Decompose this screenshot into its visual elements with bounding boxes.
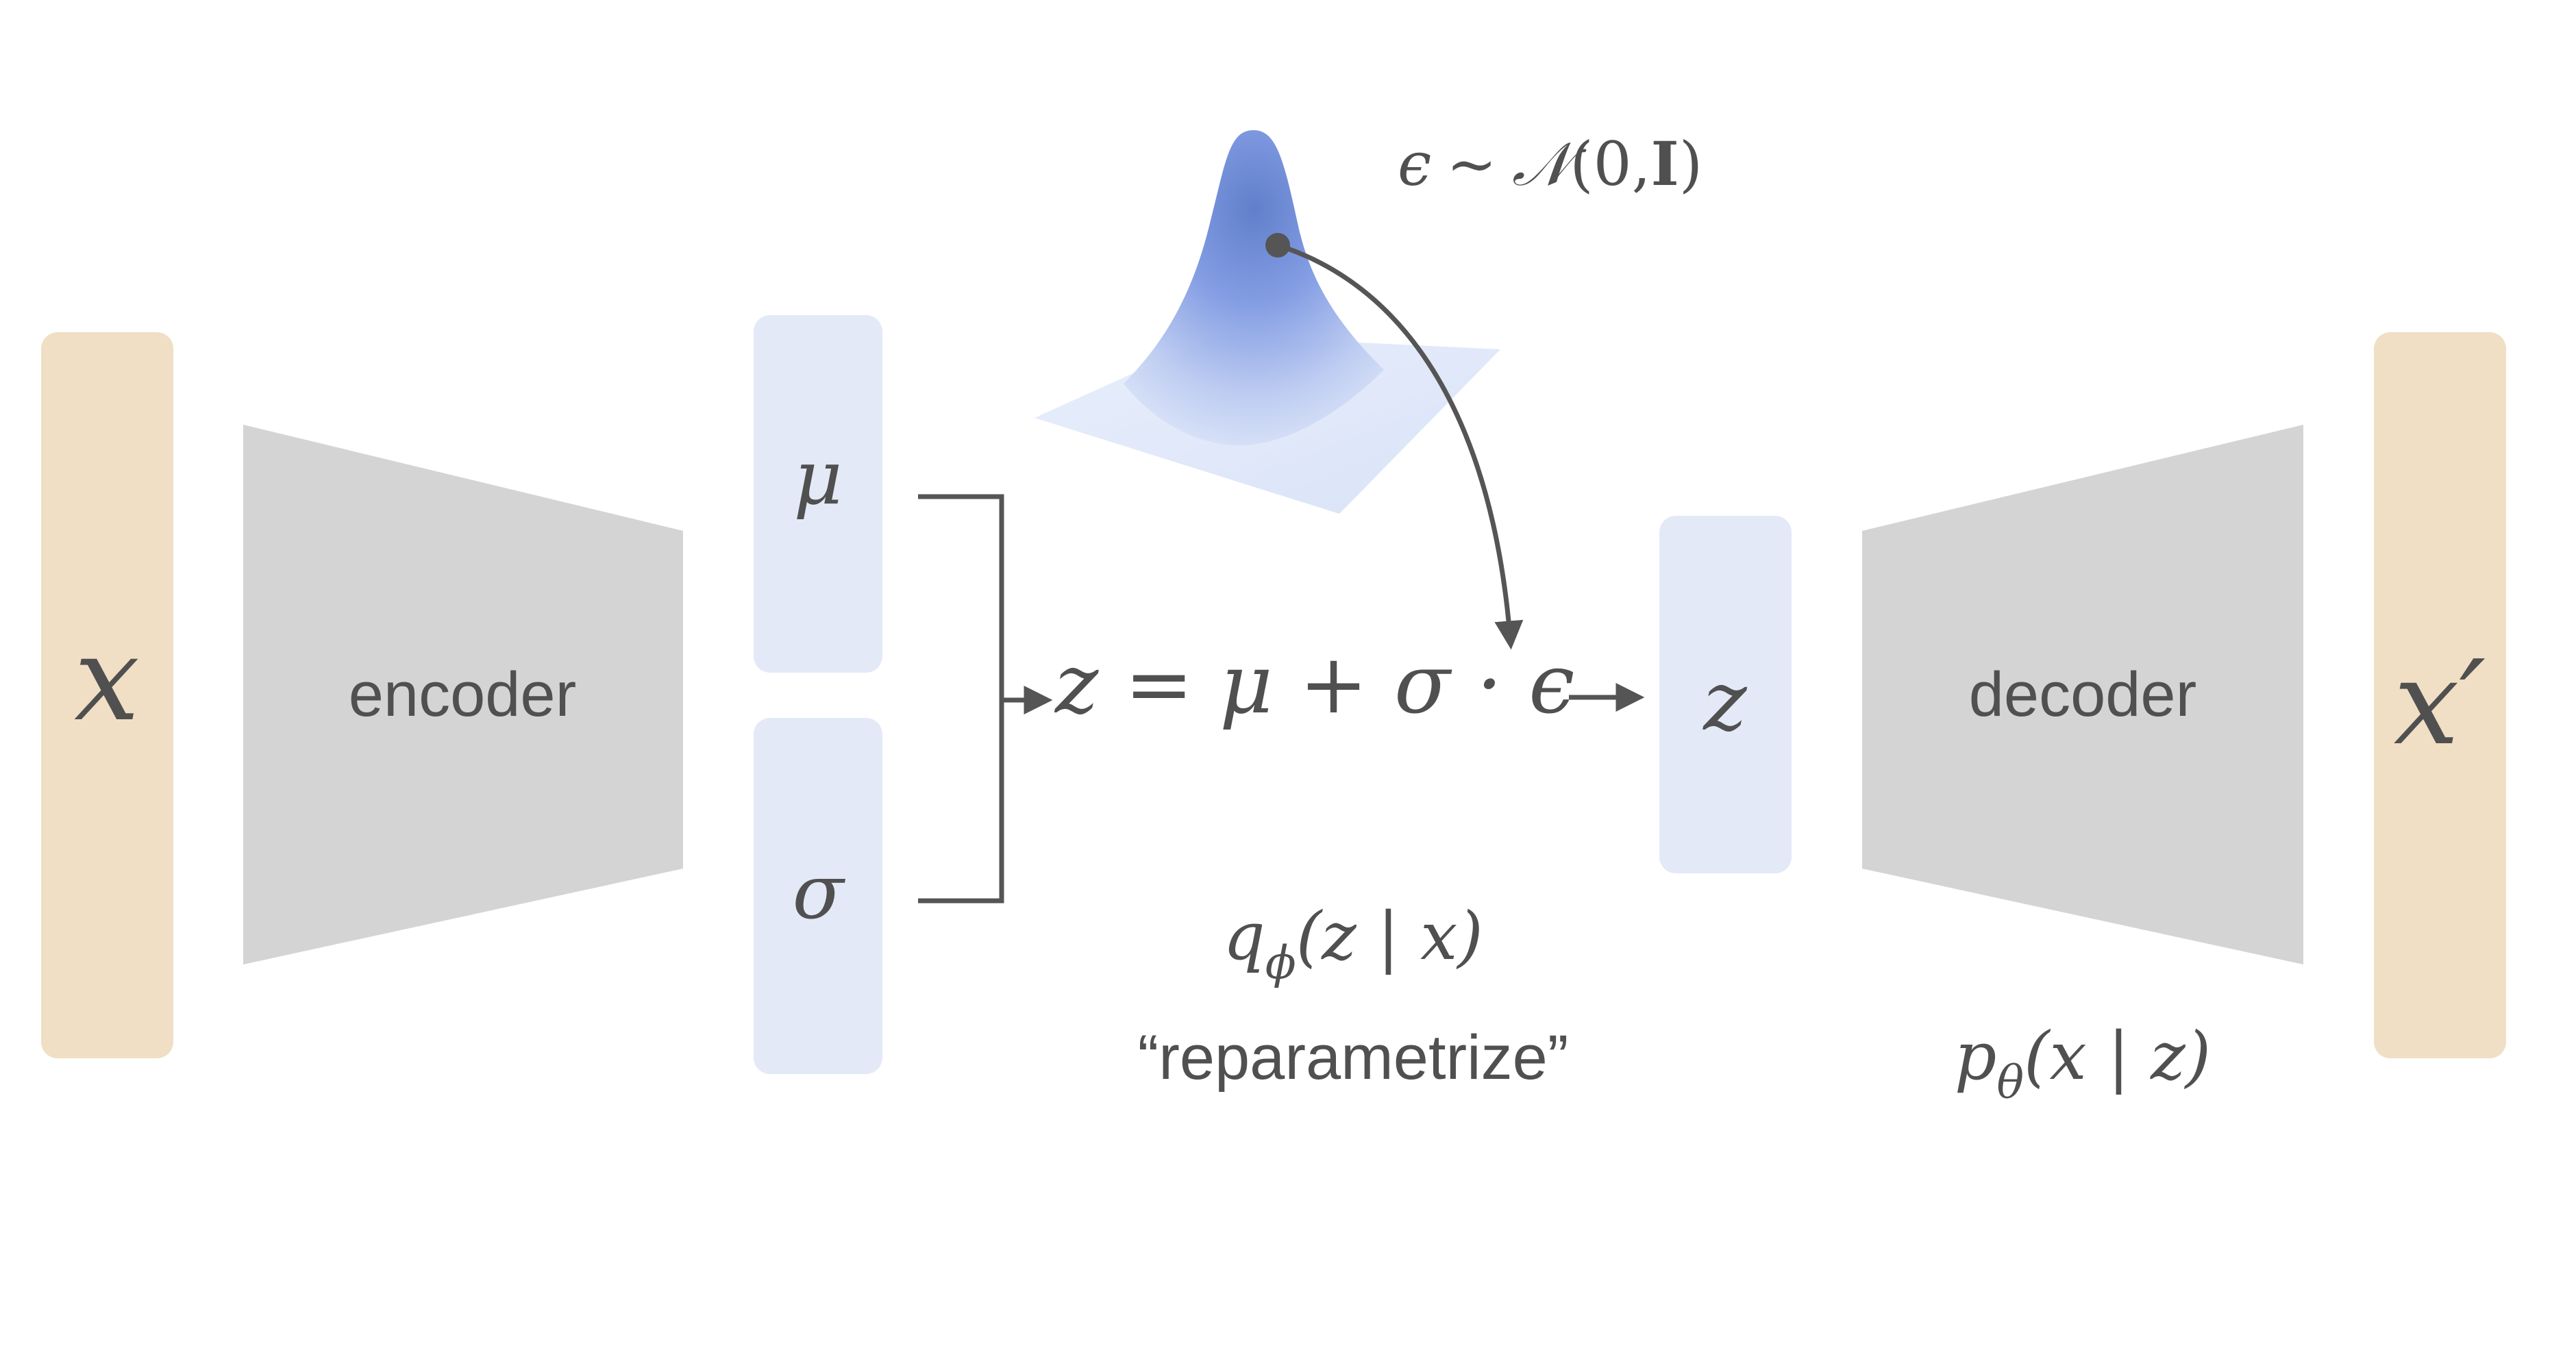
input-block	[41, 332, 173, 1058]
decoder-distribution: pθ(x | z)	[1955, 1018, 2211, 1109]
gaussian-surface-icon	[1035, 130, 1500, 514]
reparam-equation: z = μ + σ · ϵ	[1054, 637, 1574, 732]
output-label: x′	[2394, 636, 2486, 771]
mu-sigma-bracket	[918, 494, 1004, 904]
encoder-block	[243, 425, 683, 964]
gaussian-peak	[1124, 130, 1384, 445]
decoder-label: decoder	[1969, 660, 2196, 730]
z-label: z	[1702, 654, 1747, 749]
encoder-distribution: qϕ(z | x)	[1223, 898, 1483, 989]
z-block	[1659, 516, 1792, 873]
encoder-label: encoder	[349, 660, 576, 730]
reparam-caption: “reparametrize”	[1138, 1023, 1569, 1093]
mu-block	[754, 315, 882, 673]
input-label: x	[74, 612, 140, 747]
noise-label: ϵ~𝒩(0,I)	[1398, 128, 1702, 199]
decoder-block	[1862, 425, 2303, 964]
sample-arrow	[1276, 242, 1524, 650]
sigma-label: σ	[792, 848, 845, 936]
sigma-block	[754, 718, 882, 1074]
output-block	[2374, 332, 2506, 1058]
mu-label: μ	[793, 434, 843, 521]
